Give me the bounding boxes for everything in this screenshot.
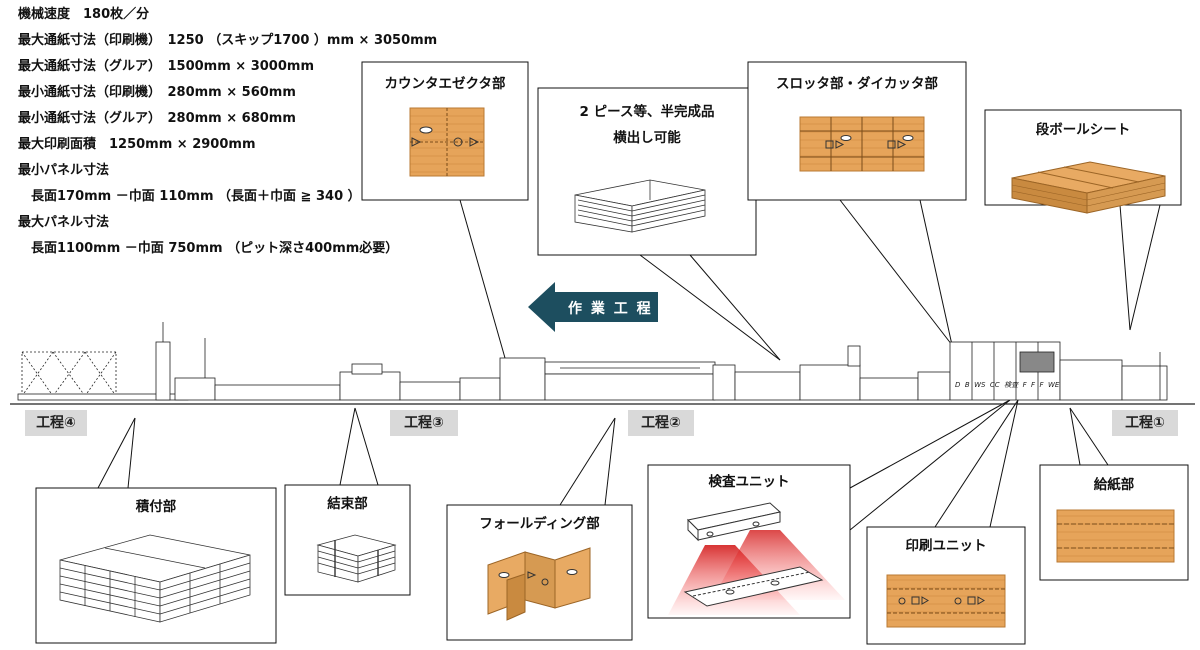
step-1-label: 工程① xyxy=(1112,410,1178,436)
spec-line: 最小パネル寸法 xyxy=(18,163,110,178)
spec-line: 最大パネル寸法 xyxy=(18,215,110,230)
print-unit-title: 印刷ユニット xyxy=(905,538,987,554)
board-sheet-stack-illustration xyxy=(1011,161,1166,214)
stacking-title: 積付部 xyxy=(135,499,177,515)
folding-box-illustration xyxy=(487,547,591,621)
production-line-machinery xyxy=(10,322,1195,405)
inspection-illustration xyxy=(668,502,845,615)
step-3-label: 工程③ xyxy=(390,410,458,436)
spec-line: 長面1100mm －巾面 750mm （ピット深さ400mm必要） xyxy=(18,241,399,256)
spec-line: 長面170mm －巾面 110mm （長面＋巾面 ≧ 340 ） xyxy=(18,189,361,204)
slotter-blank-illustration xyxy=(799,116,925,172)
counter-blank-illustration xyxy=(409,107,485,177)
spec-line: 機械速度 180枚／分 xyxy=(18,7,150,22)
printed-blank-illustration xyxy=(886,574,1006,628)
slotter-title: スロッタ部・ダイカッタ部 xyxy=(776,76,938,92)
bundling-title: 結束部 xyxy=(327,496,368,512)
spec-line: 最大通紙寸法（グルア） 1500mm × 3000mm xyxy=(18,59,314,74)
flow-label: 作 業 工 程 xyxy=(568,301,653,317)
stacked-bundles-illustration xyxy=(59,534,251,623)
counter-ejector-title: カウンタエゼクタ部 xyxy=(384,76,506,92)
spec-line: 最小通紙寸法（印刷機） 280mm × 560mm xyxy=(18,85,296,100)
step-2-label: 工程② xyxy=(628,410,694,436)
folding-title: フォールディング部 xyxy=(479,516,600,532)
half-product-stack-illustration xyxy=(574,179,706,233)
feeder-title: 給紙部 xyxy=(1093,477,1135,493)
half-product-title-1: 2 ピース等、半完成品 xyxy=(579,104,715,120)
machine-unit-labels: D B WS CC 検査 F F F WE xyxy=(955,381,1060,389)
callout-pointers xyxy=(97,199,1161,531)
tied-bundle-illustration xyxy=(316,534,397,583)
spec-line: 最大通紙寸法（印刷機） 1250 （スキップ1700 ）mm × 3050mm xyxy=(18,33,438,48)
spec-line: 最大印刷面積 1250mm × 2900mm xyxy=(18,137,256,152)
step-4-label: 工程④ xyxy=(25,410,87,436)
half-product-title-2: 横出し可能 xyxy=(613,130,681,146)
board-sheet-title: 段ボールシート xyxy=(1035,122,1131,138)
spec-line: 最小通紙寸法（グルア） 280mm × 680mm xyxy=(18,111,296,126)
feeder-board-illustration xyxy=(1056,509,1175,563)
inspection-title: 検査ユニット xyxy=(708,474,790,490)
flow-direction-arrow xyxy=(528,282,658,332)
